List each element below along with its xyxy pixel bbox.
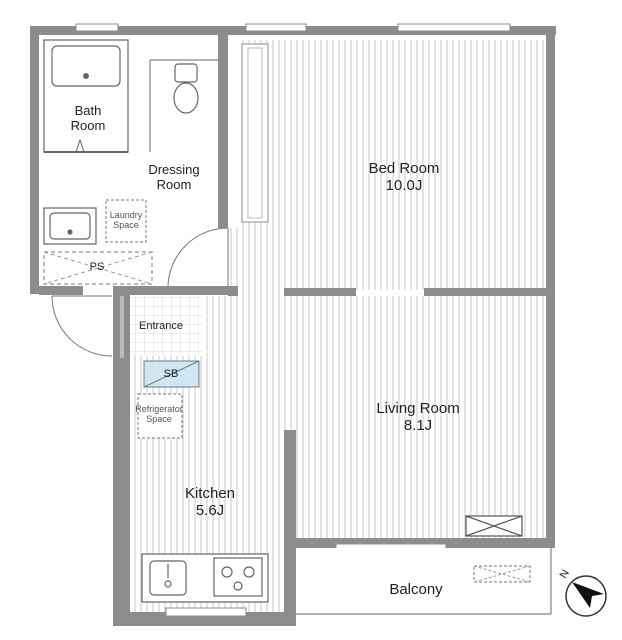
bath-room-label: Bath Room xyxy=(70,103,106,133)
refrigerator-space-label: Refrigerator Space xyxy=(135,404,183,425)
ps-label: PS xyxy=(89,261,105,273)
sb-label: SB xyxy=(163,368,179,380)
entrance-floor xyxy=(122,296,202,356)
entrance-label: Entrance xyxy=(138,320,184,332)
outer-walls xyxy=(30,26,556,626)
interior-walls xyxy=(39,35,546,296)
laundry-space xyxy=(105,199,147,243)
living-floor xyxy=(296,296,546,538)
bed-room-name: Bed Room xyxy=(368,160,440,177)
bed-room-size: 10.0J xyxy=(385,177,423,195)
living-room-size: 8.1J xyxy=(403,417,433,435)
bed-room-label: Bed Room 10.0J xyxy=(348,160,460,195)
toilet xyxy=(173,63,199,114)
kitchen-label: Kitchen 5.6J xyxy=(168,485,252,520)
balcony xyxy=(296,548,552,615)
refrigerator-space xyxy=(137,393,183,439)
kitchen-size: 5.6J xyxy=(195,502,225,520)
dressing-room-label: Dressing Room xyxy=(148,162,200,192)
closet-panel xyxy=(241,43,269,223)
laundry-space-label: Laundry Space xyxy=(109,210,143,231)
ps-shaft xyxy=(43,251,153,285)
wash-basin xyxy=(43,207,97,245)
kitchen-counter xyxy=(141,553,269,603)
hall-floor xyxy=(228,228,296,298)
balcony-label: Balcony xyxy=(389,581,443,598)
ac-unit xyxy=(465,515,523,537)
living-room-label: Living Room 8.1J xyxy=(358,400,478,435)
compass xyxy=(565,575,607,617)
living-room-name: Living Room xyxy=(376,400,460,417)
doors xyxy=(51,227,229,357)
kitchen-name: Kitchen xyxy=(184,485,236,502)
